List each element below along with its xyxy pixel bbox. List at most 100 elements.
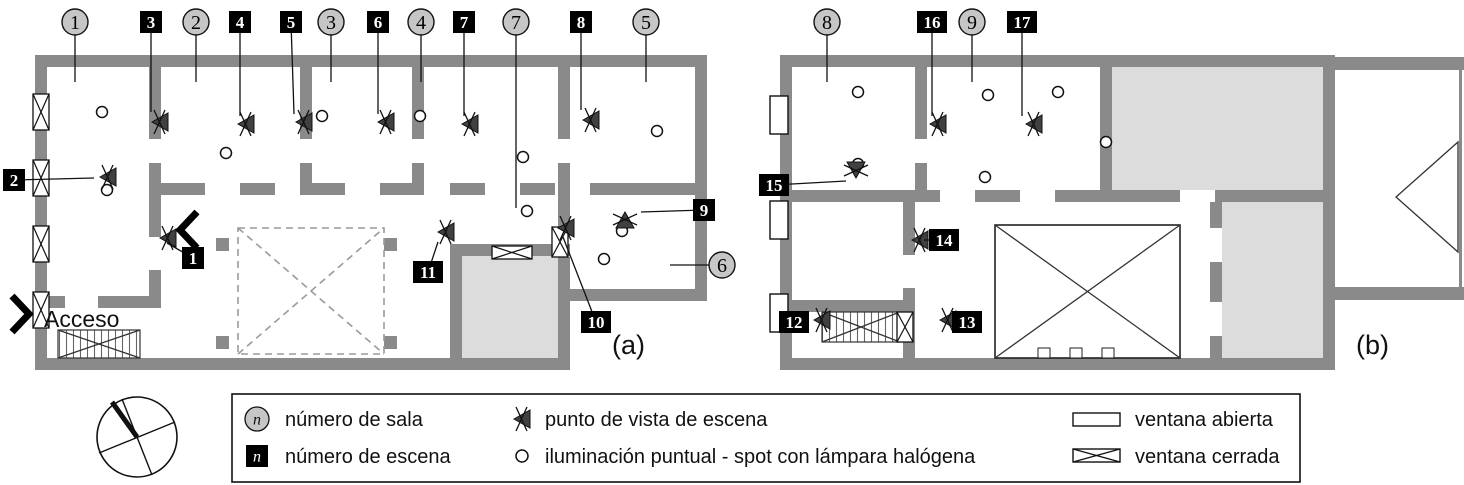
plan-a-courtyard [237,227,385,355]
svg-text:7: 7 [460,13,469,32]
legend-scene-number-label: número de escena [285,446,452,468]
viewpoint-camera-icon [556,215,575,241]
svg-text:1: 1 [189,249,198,268]
svg-text:3: 3 [326,12,336,34]
legend-room-number-label: número de sala [285,409,424,431]
spot-light-icon [100,183,114,197]
viewpoint-camera-icon [98,164,117,190]
viewpoint-camera-icon [236,111,255,137]
spot-light-icon [315,109,329,123]
svg-text:14: 14 [936,231,954,250]
room-number-label: 4 [407,8,435,82]
room-number-label: 6 [670,251,736,279]
viewpoint-camera-icon [376,109,395,135]
spot-light-icon [95,105,109,119]
legend-spot-icon [515,449,529,463]
legend-room-number-icon: n [244,406,270,432]
closed-window-icon [32,93,50,131]
scene-number-label: 10 [562,236,611,333]
plan-b-light-room-bottom [1222,202,1323,358]
svg-text:n: n [253,449,261,466]
spot-light-icon [1051,85,1065,99]
scene-number-label: 15 [759,174,847,196]
viewpoint-camera-icon [436,219,455,245]
svg-text:4: 4 [236,13,245,32]
room-number-label: 3 [317,8,345,82]
legend-closed-window-label: ventana cerrada [1135,446,1280,468]
svg-text:4: 4 [416,12,426,34]
viewpoint-camera-icon [460,111,479,137]
plan-b-patio [994,224,1181,359]
svg-text:8: 8 [822,12,832,34]
svg-text:1: 1 [70,12,80,34]
spot-light-icon [516,150,530,164]
svg-text:12: 12 [786,313,803,332]
plan-b-stairs [821,311,901,343]
plan-a-caption: (a) [612,330,645,360]
room-number-label: 7 [502,8,530,208]
spot-light-icon [981,88,995,102]
room-number-label: 1 [61,8,89,82]
scene-number-label: 5 [280,11,302,115]
room-number-label: 8 [813,8,841,82]
scene-number-label: 6 [367,11,389,114]
scene-number-label: 16 [917,11,947,116]
spot-light-icon [1099,135,1113,149]
plan-b-caption: (b) [1356,330,1389,360]
scene-number-label: 7 [453,11,475,116]
svg-text:2: 2 [10,171,19,190]
spot-light-icon [650,124,664,138]
viewpoint-camera-icon [910,227,929,253]
scene-number-label: 12 [779,311,809,333]
legend-spot-label: iluminación puntual - spot con lámpara h… [545,446,976,468]
legend-viewpoint-label: punto de vista de escena [545,409,768,431]
closed-window-icon [491,245,533,260]
closed-window-icon [32,225,50,263]
scene-number-label: 17 [1007,11,1037,116]
room-number-label: 2 [182,8,210,82]
svg-text:9: 9 [700,201,709,220]
plan-b-annotations: 8 9 16 17 15 14 12 13 [759,8,1113,343]
spot-light-icon [597,252,611,266]
scene-number-label: 14 [924,229,959,251]
access-arrow-icon [9,293,34,335]
direction-chevron-icon [175,209,200,251]
legend: n número de sala n número de escena punt… [231,393,1301,483]
svg-text:13: 13 [959,313,976,332]
closed-window-icon [32,291,50,329]
svg-text:2: 2 [191,12,201,34]
spot-light-icon [978,170,992,184]
legend-open-window-icon [1072,412,1121,427]
svg-text:9: 9 [967,12,977,34]
viewpoint-camera-icon [812,307,831,333]
viewpoint-camera-icon [612,210,638,229]
plan-a-light-room [462,256,558,358]
svg-text:15: 15 [766,176,783,195]
svg-text:8: 8 [577,13,586,32]
svg-text:6: 6 [717,255,727,277]
viewpoint-camera-icon [843,161,869,180]
plan-b-ramp-triangle [1395,140,1459,254]
scene-number-label: 1 [166,242,204,269]
svg-text:6: 6 [374,13,383,32]
svg-text:5: 5 [287,13,296,32]
compass-rose-icon [96,396,178,478]
spot-light-icon [851,85,865,99]
legend-box [231,393,1301,483]
spot-light-icon [413,109,427,123]
viewpoint-camera-icon [294,109,313,135]
scene-number-label: 13 [951,311,982,333]
plan-a-access-stairs [57,329,141,359]
legend-closed-window-icon [1072,448,1121,463]
svg-text:3: 3 [147,13,156,32]
scene-number-label: 9 [640,199,715,221]
room-number-label: 5 [632,8,660,82]
viewpoint-camera-icon [581,107,600,133]
closed-window-icon [896,311,914,343]
svg-text:7: 7 [511,12,521,34]
viewpoint-camera-icon [1024,111,1043,137]
scene-number-label: 4 [229,11,251,116]
scene-number-label: 3 [140,11,162,112]
svg-text:16: 16 [924,13,941,32]
